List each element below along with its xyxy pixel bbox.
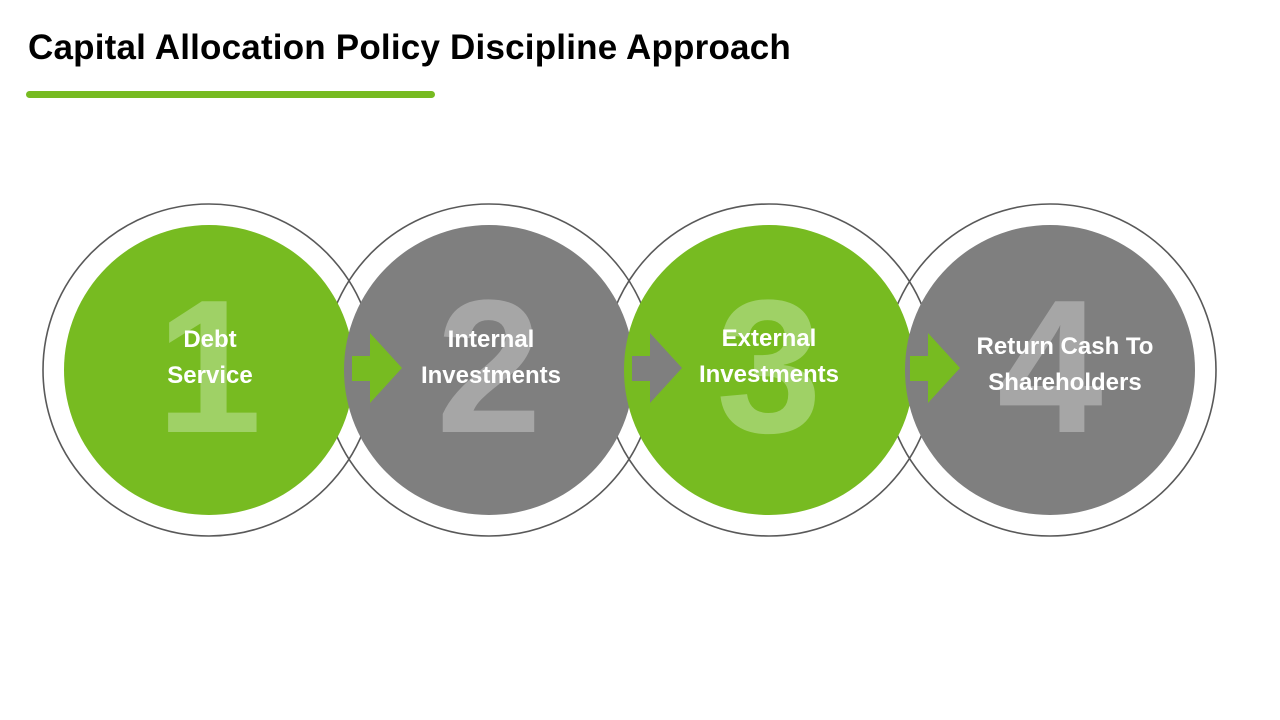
step-3-circle	[624, 225, 914, 515]
arrow-icon-3	[910, 333, 960, 403]
step-3-number: 3	[716, 261, 822, 473]
step-3-label: External Investments	[639, 321, 899, 393]
step-3-label-line2: Investments	[698, 361, 840, 388]
step-4-circle	[905, 225, 1195, 515]
step-2-label: Internal Investments	[361, 322, 621, 394]
step-2-circle	[344, 225, 634, 515]
step-4-label-line2: Shareholders	[988, 369, 1142, 396]
step-4-label: Return Cash To Shareholders	[935, 329, 1195, 401]
step-2-label-line2: Investments	[420, 362, 562, 389]
step-4-label-line1: Return Cash To	[976, 333, 1154, 360]
title-underline	[26, 91, 435, 98]
step-1-number: 1	[156, 261, 262, 473]
page-title: Capital Allocation Policy Discipline App…	[28, 28, 791, 67]
step-1-circle	[64, 225, 354, 515]
step-4-number: 4	[997, 261, 1103, 473]
step-2-label-line1: Internal	[447, 326, 535, 353]
arrow-icon-1	[352, 333, 402, 403]
step-1-label: Debt Service	[80, 322, 340, 394]
step-3-label-line1: External	[721, 325, 817, 352]
step-2-number: 2	[436, 261, 542, 473]
step-1-label-line1: Debt	[183, 326, 237, 353]
arrow-icon-2	[632, 333, 682, 403]
step-1-label-line2: Service	[167, 362, 253, 389]
